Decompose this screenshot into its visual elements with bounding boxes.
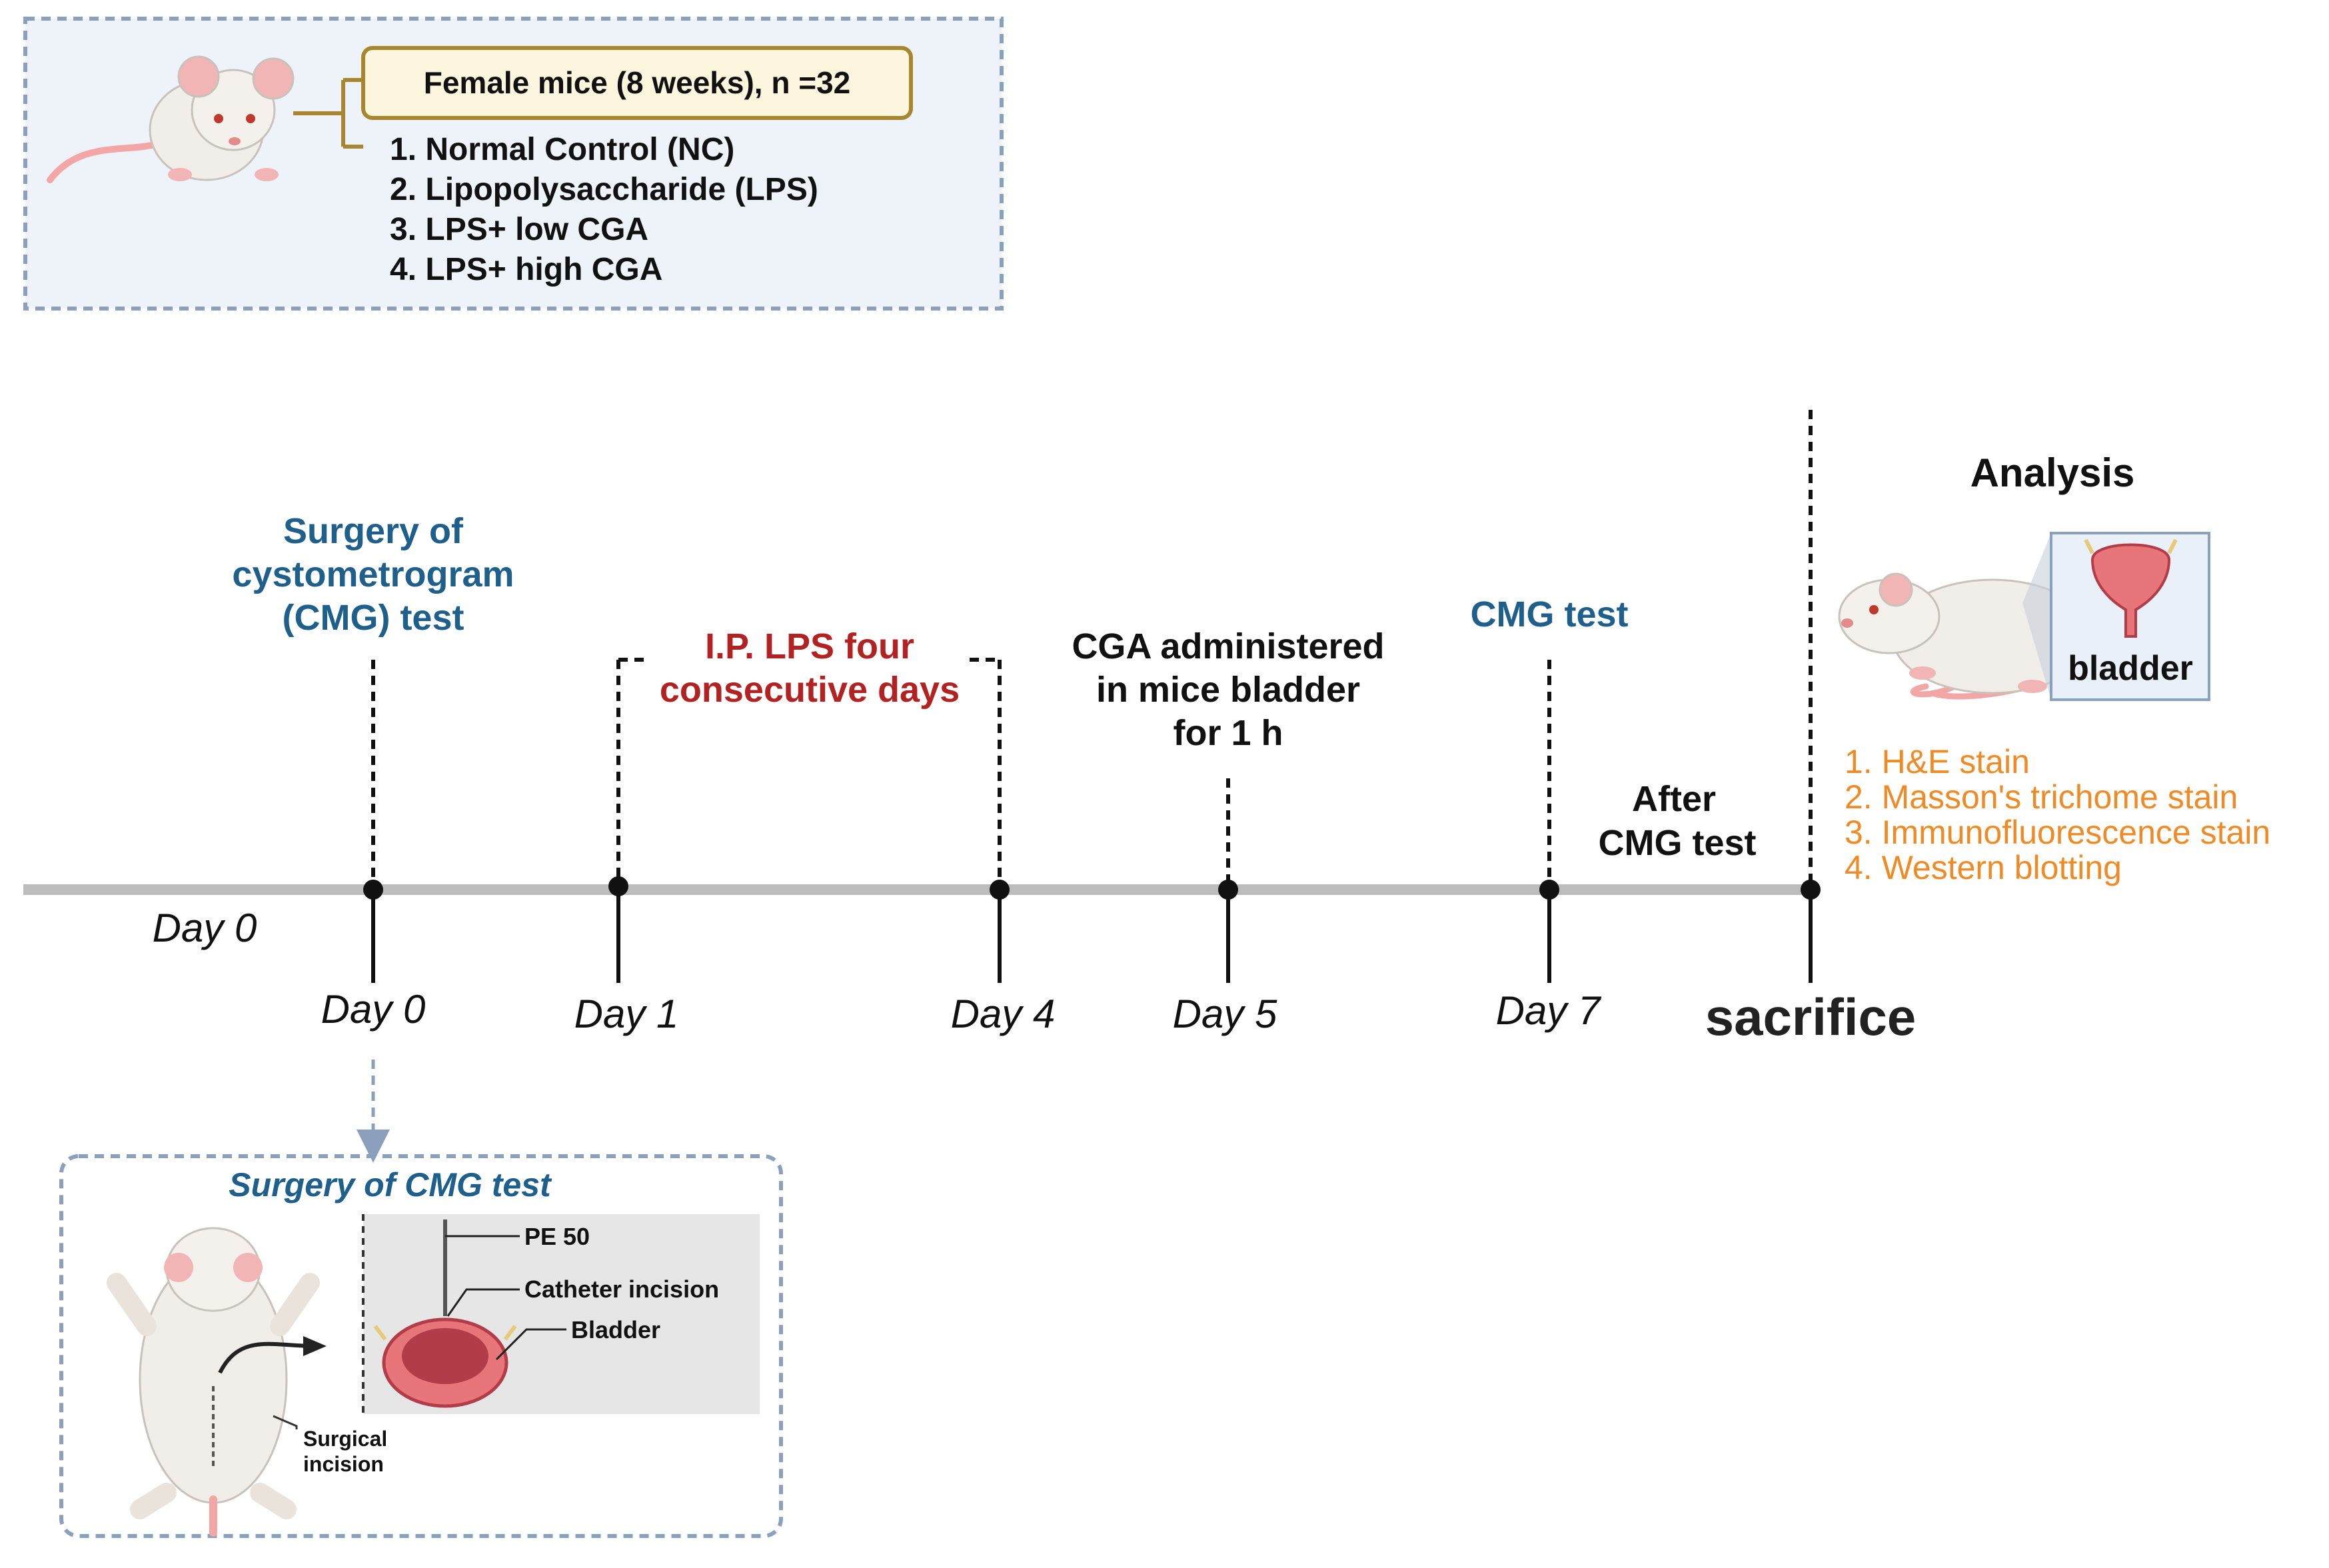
tick-label: Day 1 [574,992,679,1036]
surgical-incision-label: Surgical [303,1427,387,1451]
timepoint-day4: Day 4 [951,660,1056,1036]
group-item: 2. Lipopolysaccharide (LPS) [390,172,818,207]
timeline: Day 0 Day 0 Day 1 Day 4 Da [23,410,1916,1046]
event-cga: CGA administered in mice bladder for 1 h [1072,626,1384,753]
curved-arrow-icon [218,1341,314,1374]
groups-title: Female mice (8 weeks), n =32 [424,65,851,100]
event-lps: I.P. LPS four consecutive days [660,626,960,710]
tick-label: Day 5 [1173,992,1277,1036]
timepoint-day0: Day 0 [321,660,426,1032]
timepoint-sacrifice: sacrifice [1705,410,1917,1046]
event-cmg: CMG test [1470,594,1628,634]
analysis-item: 3. Immunofluorescence stain [1845,814,2270,851]
svg-text:After: After [1632,779,1716,819]
groups-title-box [361,46,913,120]
groups-panel: Female mice (8 weeks), n =32 1. Normal C… [23,17,1004,311]
bladder-icon [2084,538,2178,638]
tick-label: Day 0 [321,987,426,1032]
analysis-item: 4. Western blotting [1845,849,2122,886]
sacrifice-label: sacrifice [1705,988,1917,1046]
event-after-cmg: After CMG test [1598,779,1756,863]
svg-text:cystometrogram: cystometrogram [232,554,514,594]
svg-text:CGA administered: CGA administered [1072,626,1384,666]
svg-text:CMG test: CMG test [1470,594,1628,634]
svg-text:I.P. LPS four: I.P. LPS four [705,626,914,666]
svg-text:(CMG) test: (CMG) test [283,598,464,638]
event-surgery: Surgery of cystometrogram (CMG) test [232,511,514,638]
mouse-icon [47,55,295,183]
svg-text:in mice bladder: in mice bladder [1096,670,1360,710]
group-item: 4. LPS+ high CGA [390,252,662,287]
group-item: 3. LPS+ low CGA [390,212,648,247]
analysis-item: 2. Masson's trichome stain [1845,778,2238,816]
timepoint-day1: Day 1 [574,660,679,1036]
bladder-label: bladder [2068,649,2193,688]
surgery-inset: Surgery of CMG test Surgical incision [59,1060,783,1538]
svg-text:consecutive days: consecutive days [660,670,960,710]
svg-text:for 1 h: for 1 h [1173,713,1283,753]
surgical-incision-label-2: incision [303,1452,384,1476]
timepoint-day7: Day 7 [1496,660,1602,1033]
svg-text:Surgery of: Surgery of [283,511,464,551]
analysis-item: 1. H&E stain [1845,743,2030,780]
tick-label: Day 7 [1496,988,1602,1033]
bladder-inset-label: Bladder [571,1316,660,1343]
bladder-section-icon [373,1317,517,1408]
group-item: 1. Normal Control (NC) [390,132,734,167]
svg-text:CMG test: CMG test [1598,823,1756,863]
surgery-inset-title: Surgery of CMG test [229,1166,552,1203]
analysis-title: Analysis [1970,450,2135,495]
timepoint-day5: Day 5 [1173,778,1277,1036]
analysis-panel: Analysis bladder 1. H&E stain 2. Masson'… [1838,450,2270,886]
catheter-label: Catheter incision [524,1275,719,1303]
mouse-supine-icon [107,1227,320,1537]
pe50-label: PE 50 [524,1223,590,1250]
timeline-start-label: Day 0 [153,906,257,950]
tick-label: Day 4 [951,992,1056,1036]
